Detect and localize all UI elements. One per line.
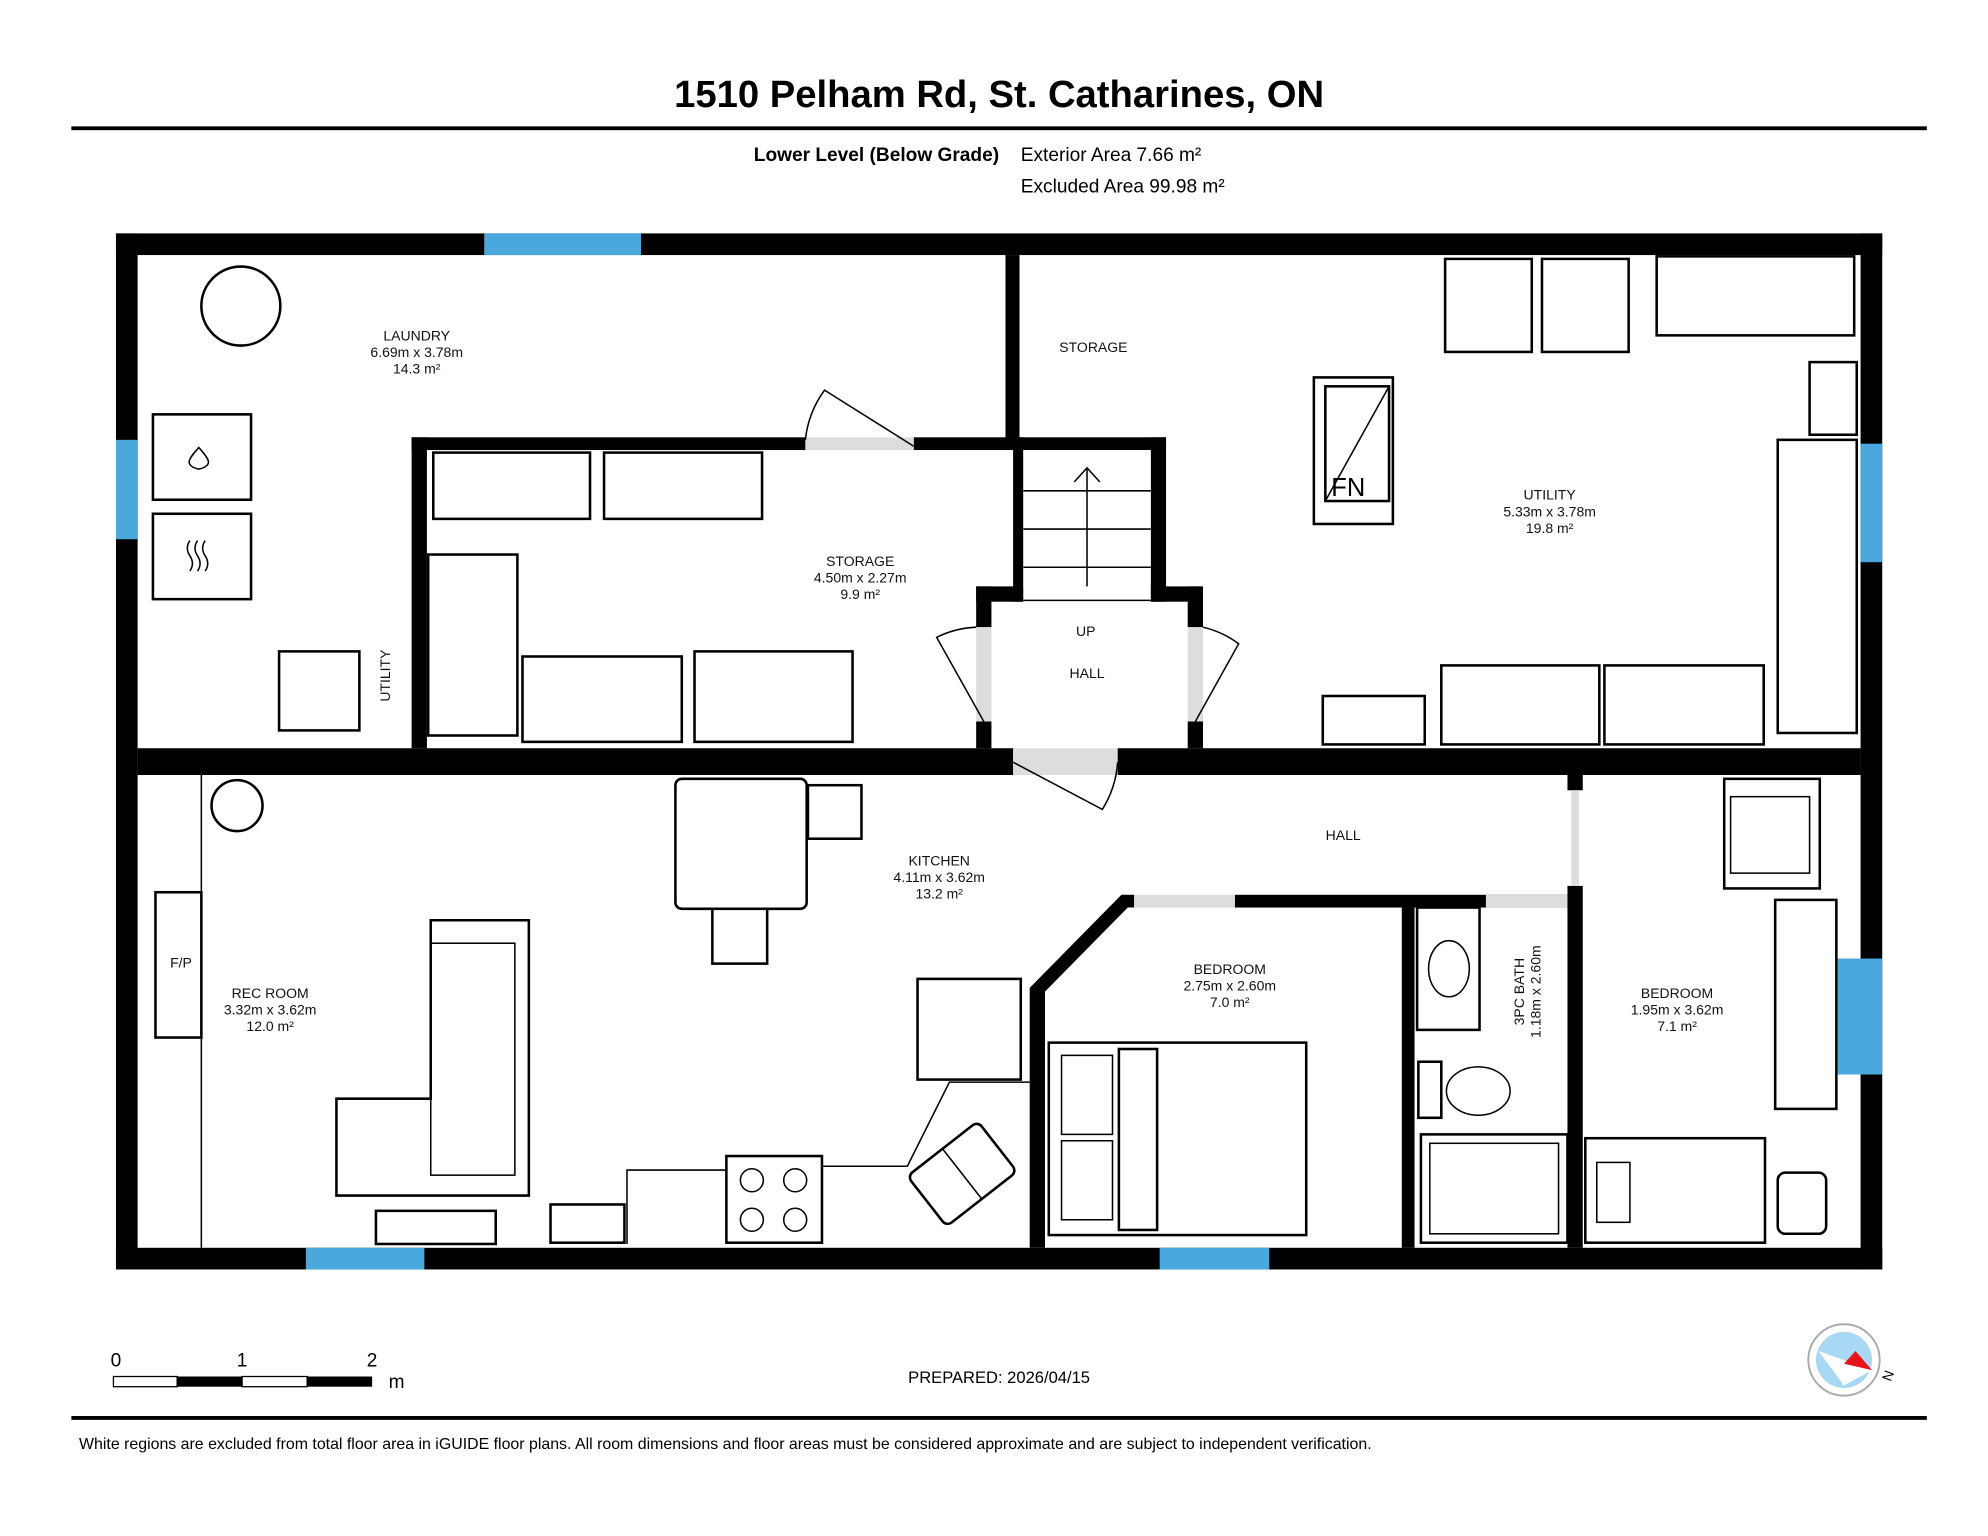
room-stair-hall[interactable]: HALL <box>1070 665 1105 681</box>
svg-text:14.3 m²: 14.3 m² <box>393 361 441 377</box>
page-title: 1510 Pelham Rd, St. Catharines, ON <box>674 73 1324 116</box>
room-3pc-bath[interactable]: 3PC BATH 1.18m x 2.60m <box>1511 945 1544 1038</box>
room-utility[interactable]: UTILITY 5.33m x 3.78m 19.8 m² <box>1503 487 1596 536</box>
svg-text:REC ROOM: REC ROOM <box>232 985 309 1001</box>
svg-text:3PC BATH: 3PC BATH <box>1511 958 1527 1025</box>
dining-table-icon <box>674 777 808 911</box>
fireplace-label: F/P <box>170 954 192 970</box>
svg-text:12.0 m²: 12.0 m² <box>246 1018 294 1034</box>
washer-icon <box>151 413 253 502</box>
svg-text:BEDROOM: BEDROOM <box>1194 961 1266 977</box>
svg-text:3.32m x 3.62m: 3.32m x 3.62m <box>224 1002 317 1018</box>
water-heater-icon <box>200 265 282 347</box>
shower-icon <box>1419 1133 1569 1244</box>
room-rec-room[interactable]: REC ROOM 3.32m x 3.62m 12.0 m² <box>224 985 317 1034</box>
svg-text:m: m <box>389 1372 405 1393</box>
room-bedroom-1[interactable]: BEDROOM 2.75m x 2.60m 7.0 m² <box>1183 961 1276 1010</box>
svg-text:5.33m x 3.78m: 5.33m x 3.78m <box>1503 503 1596 519</box>
svg-text:2: 2 <box>367 1350 378 1371</box>
svg-text:STORAGE: STORAGE <box>826 553 894 569</box>
windows <box>115 233 1883 1270</box>
svg-text:0: 0 <box>111 1350 122 1371</box>
svg-text:6.69m x 3.78m: 6.69m x 3.78m <box>370 344 463 360</box>
svg-text:4.50m x 2.27m: 4.50m x 2.27m <box>814 570 907 586</box>
dryer-icon <box>151 512 253 601</box>
svg-text:KITCHEN: KITCHEN <box>908 852 969 868</box>
svg-text:7.1 m²: 7.1 m² <box>1657 1018 1697 1034</box>
svg-text:4.11m x 3.62m: 4.11m x 3.62m <box>893 869 985 885</box>
header-rule <box>71 126 1927 131</box>
room-kitchen[interactable]: KITCHEN 4.11m x 3.62m 13.2 m² <box>893 852 985 901</box>
sofa-icon <box>335 919 531 1197</box>
room-utility-small[interactable]: UTILITY <box>377 649 393 702</box>
furniture: FN <box>151 255 1859 1248</box>
svg-text:BEDROOM: BEDROOM <box>1641 985 1713 1001</box>
level-name: Lower Level (Below Grade) <box>754 145 999 166</box>
room-bedroom-2[interactable]: BEDROOM 1.95m x 3.62m 7.1 m² <box>1631 985 1724 1034</box>
svg-text:FN: FN <box>1331 474 1365 502</box>
disclaimer: White regions are excluded from total fl… <box>79 1436 1372 1453</box>
stove-icon <box>725 1154 824 1244</box>
room-storage[interactable]: STORAGE 4.50m x 2.27m 9.9 m² <box>814 553 907 602</box>
staircase[interactable] <box>1023 450 1151 602</box>
compass-icon: N <box>1807 1323 1897 1397</box>
bed-icon <box>1047 1041 1308 1237</box>
sink-icon <box>908 1122 1016 1226</box>
svg-text:13.2 m²: 13.2 m² <box>915 886 963 902</box>
excluded-area: Excluded Area 99.98 m² <box>1021 177 1225 198</box>
fireplace-icon <box>154 890 203 1039</box>
stairs-up-label: UP <box>1076 623 1095 639</box>
svg-text:19.8 m²: 19.8 m² <box>1526 520 1574 536</box>
toilet-icon <box>1445 1066 1511 1117</box>
room-hall[interactable]: HALL <box>1326 827 1361 843</box>
svg-text:1.95m x 3.62m: 1.95m x 3.62m <box>1631 1002 1724 1018</box>
svg-text:UTILITY: UTILITY <box>1524 487 1577 503</box>
svg-text:N: N <box>1879 1368 1897 1383</box>
doors <box>804 389 1579 908</box>
svg-text:7.0 m²: 7.0 m² <box>1210 994 1250 1010</box>
svg-text:1.18m x 2.60m: 1.18m x 2.60m <box>1528 945 1544 1038</box>
svg-text:1: 1 <box>237 1350 248 1371</box>
room-storage-2[interactable]: STORAGE <box>1059 339 1127 355</box>
exterior-area: Exterior Area 7.66 m² <box>1021 145 1202 166</box>
footer-rule <box>71 1416 1927 1420</box>
svg-text:9.9 m²: 9.9 m² <box>840 586 880 602</box>
svg-text:2.75m x 2.60m: 2.75m x 2.60m <box>1183 977 1276 993</box>
scale-bar: 0 1 2 m <box>111 1350 405 1393</box>
room-laundry[interactable]: LAUNDRY 6.69m x 3.78m 14.3 m² <box>370 327 463 376</box>
prepared-date: PREPARED: 2026/04/15 <box>908 1368 1090 1387</box>
svg-text:LAUNDRY: LAUNDRY <box>383 327 450 343</box>
